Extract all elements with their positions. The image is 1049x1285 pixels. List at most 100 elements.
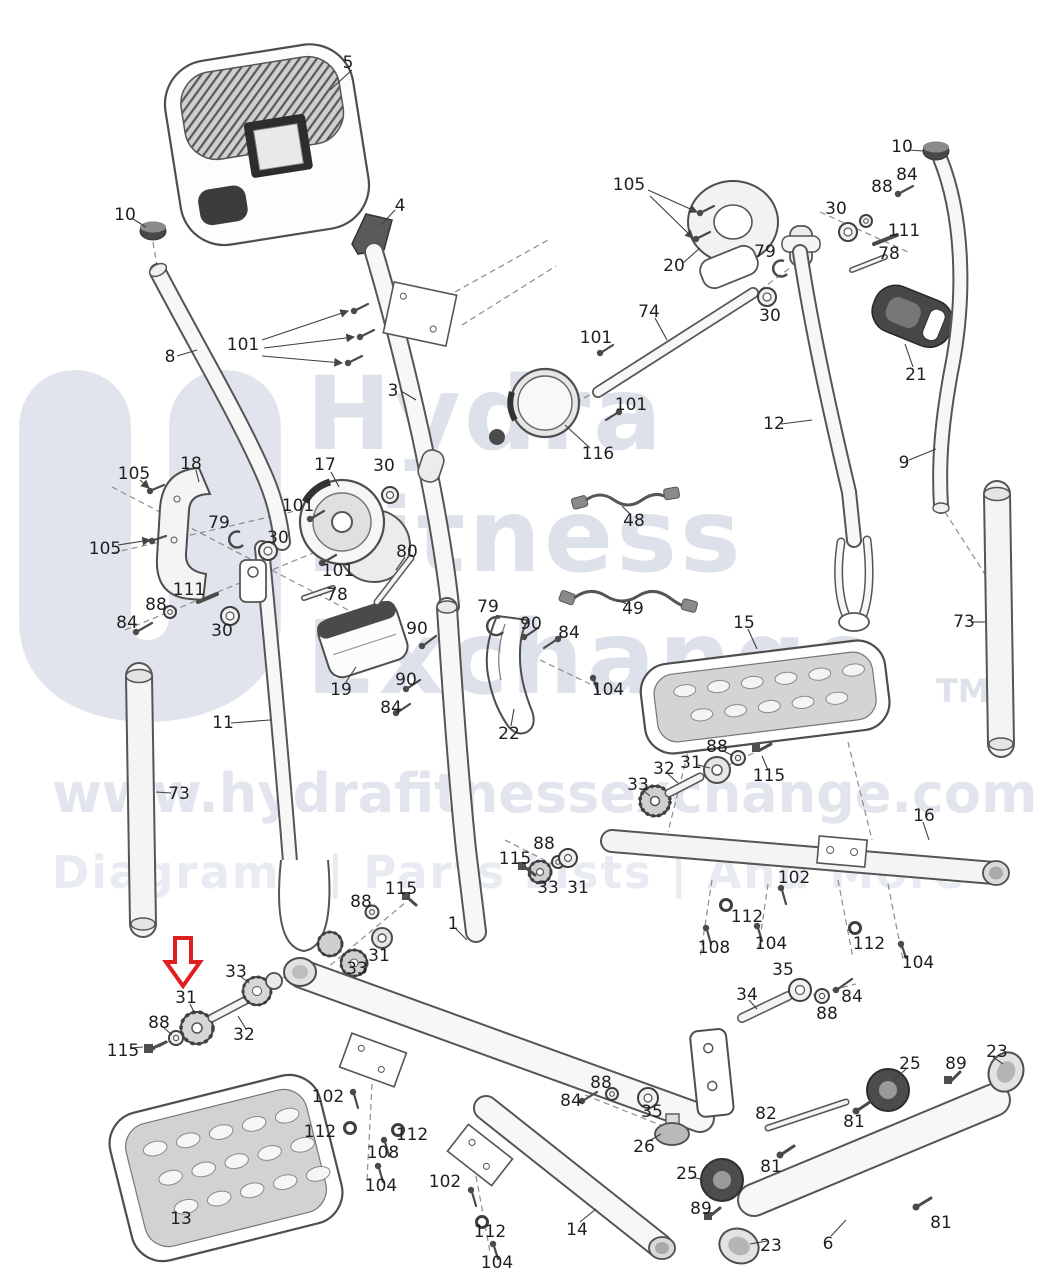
frame-bracket-front [338,1032,408,1088]
part-number-label: 31 [368,946,390,966]
watermark-brand-line1: Hydra [306,355,666,474]
part-number-label: 14 [566,1220,588,1240]
part-number-label: 79 [754,242,776,262]
part-number-label: 15 [733,613,755,633]
rear-rail [600,829,1010,886]
part-number-label: 31 [175,988,197,1008]
part-number-label: 112 [852,934,886,954]
drive-pulley [298,478,411,583]
part-number-label: 101 [321,561,355,581]
part-number-label: 18 [180,454,202,474]
part-number-label: 88 [533,834,555,854]
axle-stack-center [316,927,393,978]
part-number-label: 16 [913,806,935,826]
left-handlebar [148,262,291,551]
part-number-label: 88 [816,1004,838,1024]
part-number-label: 89 [690,1199,712,1219]
flywheel [489,367,581,445]
part-number-label: 112 [303,1122,337,1142]
part-number-label: 30 [373,456,395,476]
part-number-label: 90 [395,670,417,690]
axle-stack-left [179,972,283,1046]
left-end-cap [139,221,167,241]
part-number-label: 104 [901,953,935,973]
part-number-label: 105 [88,539,122,559]
part-number-label: 32 [233,1025,255,1045]
part-number-label: 13 [170,1209,192,1229]
part-number-label: 111 [172,580,206,600]
part-number-label: 116 [581,444,615,464]
part-number-label: 26 [633,1137,655,1157]
watermark-logo [19,370,281,722]
left-roller-tube [125,662,157,938]
part-number-label: 8 [164,347,176,367]
part-number-label: 23 [986,1042,1008,1062]
part-number-label: 30 [759,306,781,326]
part-number-label: 33 [346,959,368,979]
part-number-label: 115 [106,1041,140,1061]
part-number-label: 81 [843,1112,865,1132]
part-number-label: 84 [560,1091,582,1111]
console-mast [364,242,460,616]
part-number-label: 9 [898,453,910,473]
connecting-rod [592,287,759,398]
bottle-cage-bracket [485,614,535,735]
part-number-label: 115 [498,849,532,869]
part-number-label: 104 [480,1253,514,1273]
right-end-cap [922,141,950,161]
part-number-label: 88 [590,1073,612,1093]
part-number-label: 90 [520,614,542,634]
rear-axle [737,991,793,1023]
part-number-label: 25 [676,1164,698,1184]
guide-rod [373,554,415,606]
main-frame-beam [283,957,715,1133]
part-number-label: 102 [428,1172,462,1192]
part-number-label: 105 [117,464,151,484]
console [163,43,371,247]
part-number-label: 108 [697,938,731,958]
part-number-label: 112 [730,907,764,927]
axle-spacer [417,449,445,483]
part-number-label: 102 [777,868,811,888]
transport-wheels [700,1068,910,1202]
part-number-label: 30 [211,621,233,641]
part-number-label: 89 [945,1054,967,1074]
part-number-label: 25 [899,1054,921,1074]
part-number-label: 3 [387,381,399,401]
part-number-label: 81 [930,1213,952,1233]
left-upper-bracket [155,466,267,603]
part-number-label: 115 [752,766,786,786]
part-number-label: 88 [350,892,372,912]
part-number-label: 35 [772,960,794,980]
part-number-label: 82 [755,1104,777,1124]
part-number-label: 104 [754,934,788,954]
part-number-label: 101 [579,328,613,348]
part-number-label: 78 [878,244,900,264]
part-number-label: 81 [760,1157,782,1177]
part-number-label: 88 [145,595,167,615]
floor-foot [654,1113,690,1146]
part-number-label: 1 [447,914,459,934]
part-number-label: 101 [226,335,260,355]
part-number-label: 23 [760,1236,782,1256]
part-number-label: 17 [314,455,336,475]
part-number-label: 73 [168,784,190,804]
part-number-label: 74 [638,302,660,322]
part-number-label: 84 [380,698,402,718]
part-number-label: 22 [498,724,520,744]
part-number-label: 30 [825,199,847,219]
upper-right-bracket [687,180,779,290]
rear-upright-bracket [689,1028,735,1118]
part-number-label: 111 [887,221,921,241]
right-swing-arm [792,244,874,632]
part-number-label: 84 [841,987,863,1007]
right-handlebar [932,150,969,514]
part-number-label: 84 [896,165,918,185]
part-number-label: 104 [591,680,625,700]
part-number-label: 35 [641,1102,663,1122]
left-pedal [108,1073,344,1263]
rear-stabilizer [718,1051,1025,1265]
right-pedal [639,639,891,755]
